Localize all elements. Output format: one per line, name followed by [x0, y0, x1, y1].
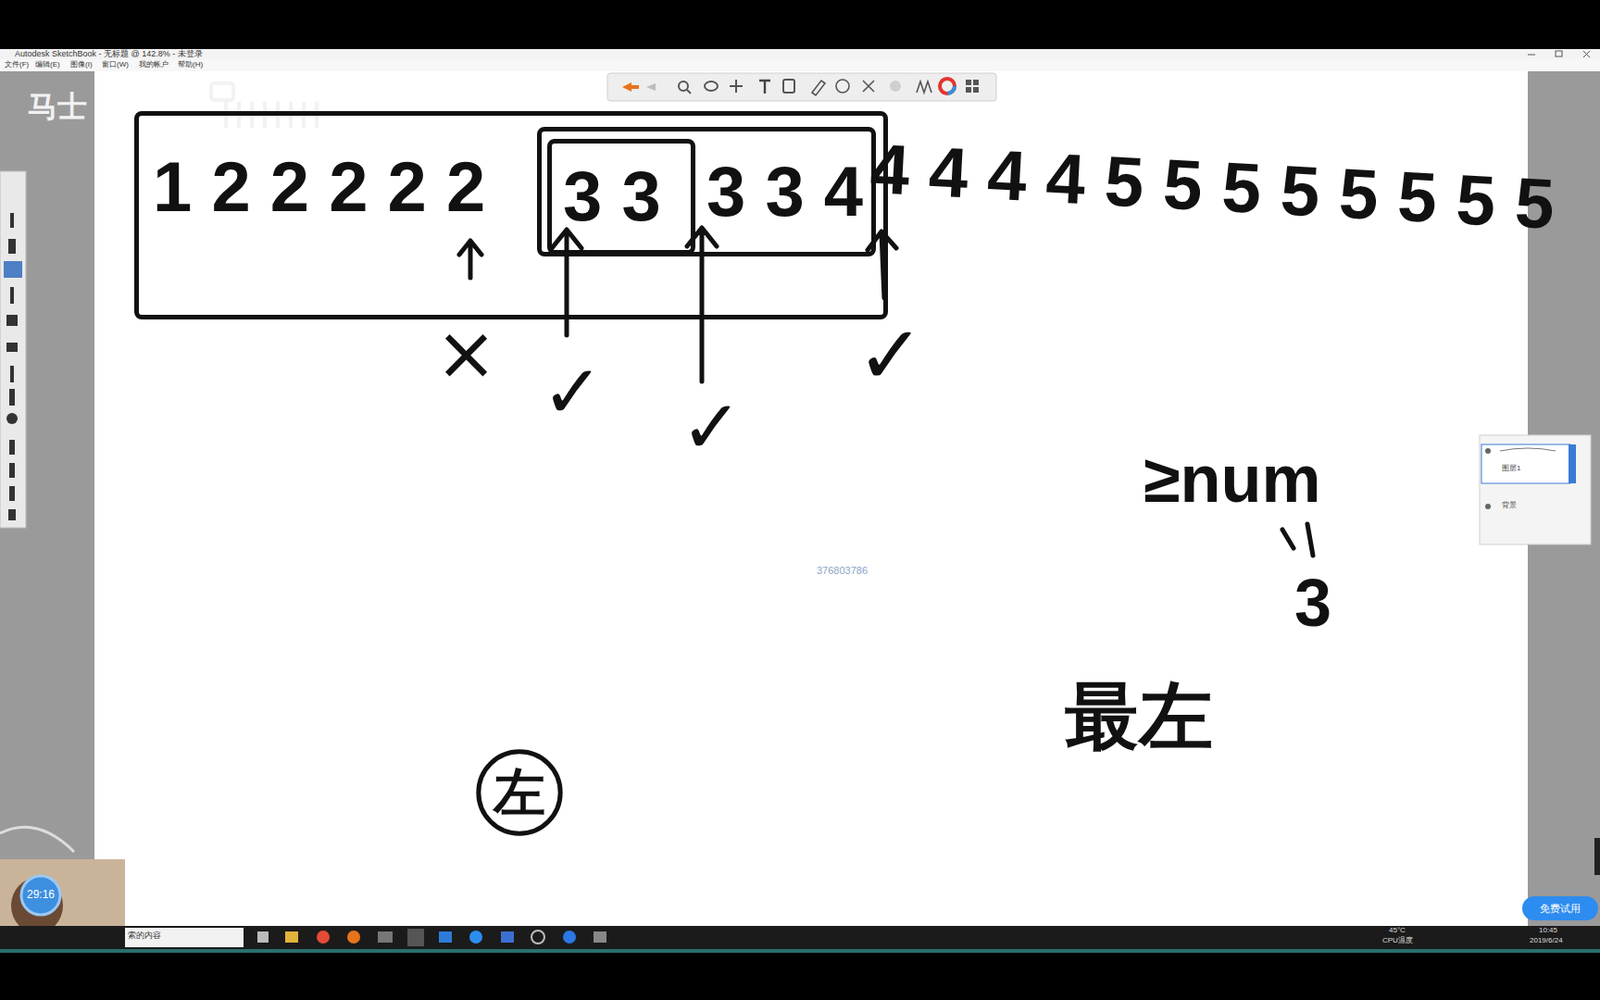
layer-eye: [1485, 448, 1491, 454]
top-toolbar: [607, 73, 997, 101]
check-mark: ✓: [541, 351, 604, 434]
timer-text: 29:16: [26, 888, 55, 901]
clock-date: 2019/6/24: [1529, 937, 1563, 946]
cross-mark: ×: [435, 312, 498, 395]
menu-item: 图像(I): [70, 61, 93, 70]
search-box: [125, 927, 244, 948]
menu-bar: [0, 59, 1600, 72]
leftmost-note: 最左: [1064, 675, 1213, 758]
range-digits: 3 3 4: [706, 152, 863, 231]
toolbar-icons: [622, 78, 979, 96]
layer-thumb: [1481, 444, 1571, 484]
edge-marker: [1594, 837, 1600, 875]
range-box: 3 3: [547, 138, 696, 255]
window-buttons: [1527, 50, 1590, 58]
layer-thumb-sketch: [1500, 448, 1556, 451]
clock-time: 10:45: [1538, 926, 1558, 936]
window-title: Autodesk SketchBook - 无标题 @ 142.8% - 未登录: [14, 50, 203, 60]
menu-item: 窗口(W): [101, 61, 129, 70]
watermark-number: 376803786: [816, 564, 868, 576]
circled-char: 左: [475, 748, 564, 838]
menu-item: 帮助(H): [177, 61, 203, 70]
range-digits: 3 3: [562, 157, 662, 236]
range-box: 1 2 2 2 2 2 3 3 4 3 3: [134, 111, 888, 320]
range-digits: 1 2 2 2 2 2: [152, 148, 486, 226]
tool-icons: [3, 212, 23, 521]
search-text: 索的内容: [127, 931, 162, 941]
layer-select: [1568, 444, 1576, 484]
cpu-temp-label: CPU温度: [1382, 937, 1413, 946]
timer-circle: [21, 875, 61, 915]
title-bar: [0, 49, 1600, 60]
trial-button-text: 免费试用: [1539, 902, 1581, 914]
condition-note: ≥num: [1143, 442, 1322, 516]
trial-button: [1522, 896, 1599, 921]
menu-item: 我的帐户: [138, 61, 169, 70]
range-box: 3 3 4 3 3: [537, 126, 876, 257]
value-note: 3: [1294, 566, 1332, 640]
app-ground: [0, 49, 1600, 926]
progress-line: [0, 949, 1600, 953]
circled-text: 左: [493, 763, 546, 822]
taskbar: [0, 925, 1600, 950]
layer-panel: [1479, 435, 1591, 545]
check-mark: ✓: [856, 311, 925, 401]
watermark: 马士: [27, 90, 88, 124]
watermark-logo: [211, 83, 317, 128]
layer-name: 图层1: [1501, 464, 1521, 474]
menu-item: 编辑(E): [35, 61, 61, 70]
layer-name: 背景: [1501, 501, 1517, 511]
menu-item: 文件(F): [4, 61, 29, 70]
layer-eye: [1485, 503, 1491, 510]
taskbar-icons: [257, 928, 607, 947]
equal-strokes: [1282, 524, 1313, 556]
tool-palette: [0, 171, 26, 528]
dial-ring: [0, 826, 75, 852]
cpu-temp: 45°C: [1388, 926, 1406, 936]
check-mark: ✓: [680, 387, 743, 469]
